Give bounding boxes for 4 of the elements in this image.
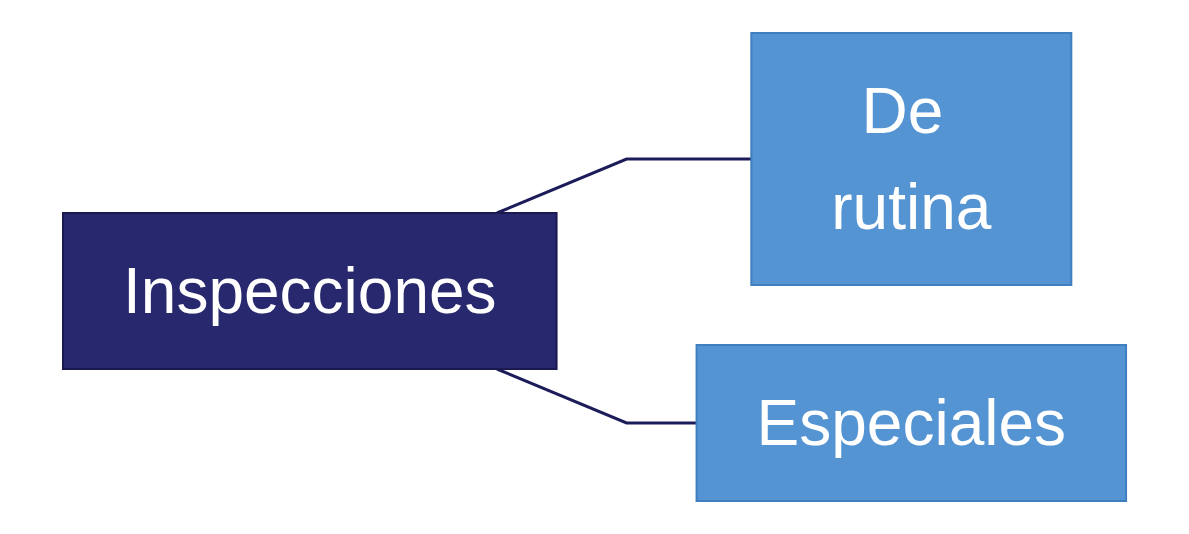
connector — [496, 157, 752, 215]
node-box: De rutina — [750, 32, 1073, 286]
node-box: Especiales — [695, 344, 1128, 502]
node-box: Inspecciones — [61, 212, 558, 370]
